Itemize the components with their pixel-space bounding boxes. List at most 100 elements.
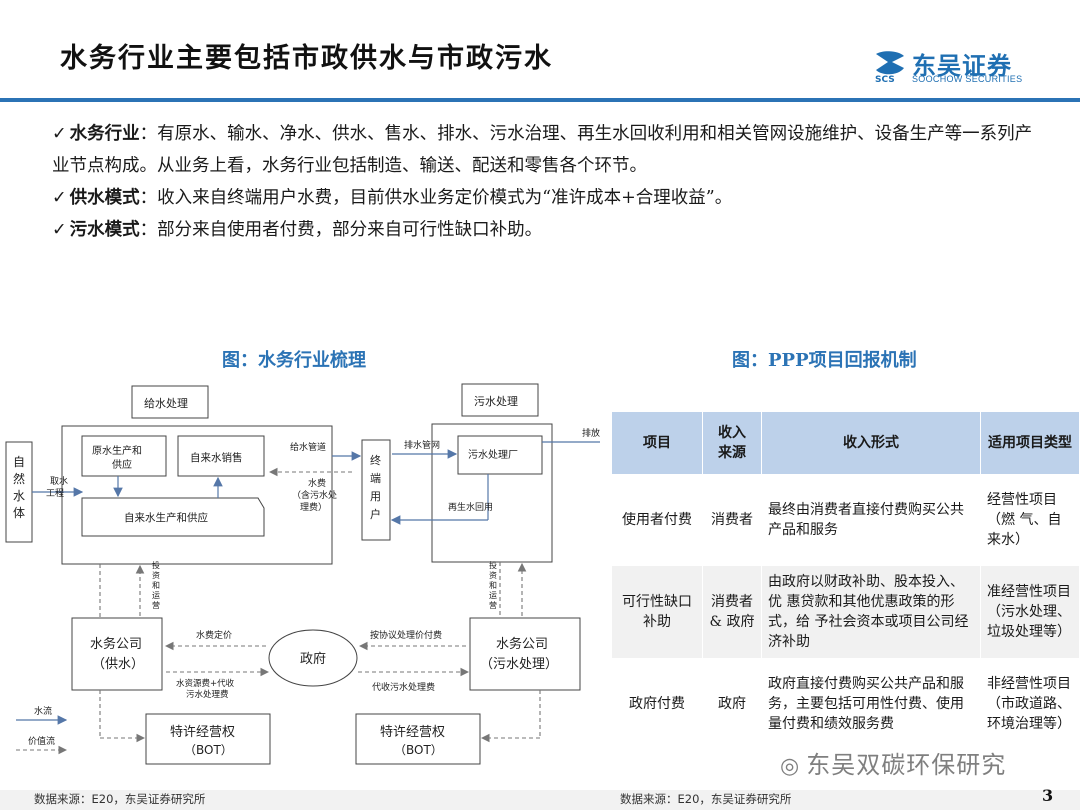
col-form: 收入形式 (761, 412, 981, 474)
cell-form: 最终由消费者直接付费购买公共产品和服务 (761, 474, 981, 566)
svg-text:和: 和 (152, 581, 160, 590)
svg-text:理费）: 理费） (300, 501, 327, 513)
svg-text:政府: 政府 (300, 652, 326, 667)
svg-text:污水处理费: 污水处理费 (186, 689, 229, 700)
sewage-label: 污水处理 (474, 395, 518, 408)
logo-text-en: SOOCHOW SECURITIES (912, 74, 1023, 84)
sewage-plant-box (457, 435, 543, 475)
logo-mark: SCS (875, 75, 895, 84)
cell-source: 消费者 (702, 474, 762, 566)
raw-water-box (81, 435, 167, 477)
tap-sales-box (177, 435, 265, 477)
company-supply-box (71, 617, 163, 691)
watermark: ◎东吴双碳环保研究 (780, 745, 1006, 780)
end-user-box (361, 439, 391, 541)
check-icon: ✓ (52, 220, 67, 240)
bullet-key: 水务行业 (69, 124, 140, 144)
svg-text:水费定价: 水费定价 (196, 629, 232, 641)
col-source: 收入 来源 (702, 412, 762, 474)
logo-icon: SCS (875, 51, 904, 84)
svg-text:取水: 取水 (50, 475, 68, 487)
table-row: 使用者付费 消费者 最终由消费者直接付费购买公共产品和服务 经营性项目（燃 气、… (612, 474, 1080, 566)
svg-text:代收污水处理费: 代收污水处理费 (372, 681, 435, 693)
bullet-text: ：有原水、输水、净水、供水、售水、排水、污水治理、再生水回收利用和相关管网设施维… (52, 124, 1033, 176)
check-icon: ✓ (52, 124, 67, 144)
svg-text:供应: 供应 (112, 458, 132, 471)
bullet-text: ：收入来自终端用户水费，目前供水业务定价模式为“准许成本+合理收益”。 (139, 188, 733, 208)
svg-text:给水管道: 给水管道 (290, 441, 326, 453)
svg-text:按协议处理价付费: 按协议处理价付费 (370, 629, 442, 641)
svg-text:资: 资 (152, 570, 160, 580)
svg-text:自来水销售: 自来水销售 (190, 451, 243, 464)
svg-text:（BOT）: （BOT） (184, 743, 233, 757)
logo-text-cn: 东吴证券 (912, 52, 1012, 80)
sewage-label-box (461, 383, 539, 417)
cell-type: 准经营性项目（污水处理、垃圾处理等） (980, 566, 1080, 658)
svg-text:水流: 水流 (34, 705, 52, 717)
cell-type: 非经营性项目（市政道路、环境治理等） (980, 658, 1080, 750)
water-industry-diagram: 给水处理 污水处理 自 然 水 体 取水 工程 原水生产和 供应 自来水销售 自… (5, 383, 600, 765)
cell-source: 政府 (702, 658, 762, 750)
svg-text:工程: 工程 (46, 488, 64, 499)
col-type: 适用项目类型 (980, 412, 1080, 474)
svg-text:自: 自 (13, 455, 25, 469)
svg-text:排水管网: 排水管网 (404, 439, 440, 451)
tap-production-box (81, 497, 265, 537)
cell-type: 经营性项目（燃 气、自来水） (980, 474, 1080, 566)
svg-text:（污水处理）: （污水处理） (480, 657, 558, 672)
svg-text:水务公司: 水务公司 (90, 636, 142, 652)
water-supply-label-box (131, 385, 209, 419)
svg-text:和: 和 (489, 581, 497, 590)
cell-form: 由政府以财政补助、股本投入、优 惠贷款和其他优惠政策的形式，给 予社会资本或项目… (761, 566, 981, 658)
caption-left: 图：水务行业梳理 (222, 350, 366, 371)
bullet-industry: ✓水务行业：有原水、输水、净水、供水、售水、排水、污水治理、再生水回收利用和相关… (52, 118, 1042, 182)
bullet-key: 污水模式 (69, 220, 140, 240)
wechat-icon: ◎ (780, 754, 801, 779)
page-number: 3 (1042, 786, 1054, 805)
header-divider (0, 98, 1080, 102)
svg-text:运: 运 (489, 591, 497, 600)
source-left: 数据来源：E20，东吴证券研究所 (34, 792, 206, 806)
bullet-key: 供水模式 (69, 188, 140, 208)
svg-text:特许经营权: 特许经营权 (380, 724, 445, 740)
svg-text:资: 资 (489, 570, 497, 580)
bullet-text: ：部分来自使用者付费，部分来自可行性缺口补助。 (139, 220, 543, 240)
svg-text:然: 然 (13, 471, 25, 486)
svg-text:户: 户 (370, 507, 381, 521)
bullet-supply: ✓供水模式：收入来自终端用户水费，目前供水业务定价模式为“准许成本+合理收益”。 (52, 182, 1042, 214)
svg-text:（供水）: （供水） (92, 657, 144, 672)
supply-process-box (61, 425, 333, 565)
source-right: 数据来源：E20，东吴证券研究所 (620, 792, 792, 806)
svg-text:用: 用 (370, 490, 381, 503)
government-ellipse (268, 629, 358, 687)
svg-text:运: 运 (152, 591, 160, 600)
franchise-left-box (145, 713, 271, 765)
company-sewage-box (469, 617, 581, 691)
check-icon: ✓ (52, 188, 67, 208)
svg-text:污水处理厂: 污水处理厂 (468, 449, 518, 461)
cell-source: 消费者& 政府 (702, 566, 762, 658)
table-header-row: 项目 收入 来源 收入形式 适用项目类型 (612, 412, 1080, 474)
svg-text:（BOT）: （BOT） (394, 743, 443, 757)
svg-text:水资源费+代收: 水资源费+代收 (176, 678, 235, 689)
bullet-list: ✓水务行业：有原水、输水、净水、供水、售水、排水、污水治理、再生水回收利用和相关… (52, 118, 1042, 246)
svg-text:（含污水处: （含污水处 (292, 489, 337, 501)
svg-text:体: 体 (13, 506, 25, 520)
franchise-right-box (355, 713, 481, 765)
svg-text:价值流: 价值流 (28, 735, 55, 747)
svg-text:端: 端 (370, 472, 381, 485)
cell-form: 政府直接付费购买公共产品和服务，主要包括可用性付费、使用量付费和绩效服务费 (761, 658, 981, 750)
svg-text:终: 终 (370, 453, 381, 467)
svg-text:特许经营权: 特许经营权 (170, 724, 235, 740)
table-row: 可行性缺口补助 消费者& 政府 由政府以财政补助、股本投入、优 惠贷款和其他优惠… (612, 566, 1080, 658)
svg-text:自来水生产和供应: 自来水生产和供应 (124, 511, 208, 524)
ppp-return-table: 项目 收入 来源 收入形式 适用项目类型 使用者付费 消费者 最终由消费者直接付… (612, 412, 1080, 750)
col-project: 项目 (612, 412, 703, 474)
bullet-sewage: ✓污水模式：部分来自使用者付费，部分来自可行性缺口补助。 (52, 214, 1042, 246)
cell-project: 政府付费 (612, 658, 703, 750)
water-supply-label: 给水处理 (144, 397, 188, 410)
caption-right: 图：PPP项目回报机制 (732, 350, 917, 371)
table-row: 政府付费 政府 政府直接付费购买公共产品和服务，主要包括可用性付费、使用量付费和… (612, 658, 1080, 750)
page-title: 水务行业主要包括市政供水与市政污水 (60, 43, 553, 74)
svg-text:原水生产和: 原水生产和 (92, 444, 142, 457)
